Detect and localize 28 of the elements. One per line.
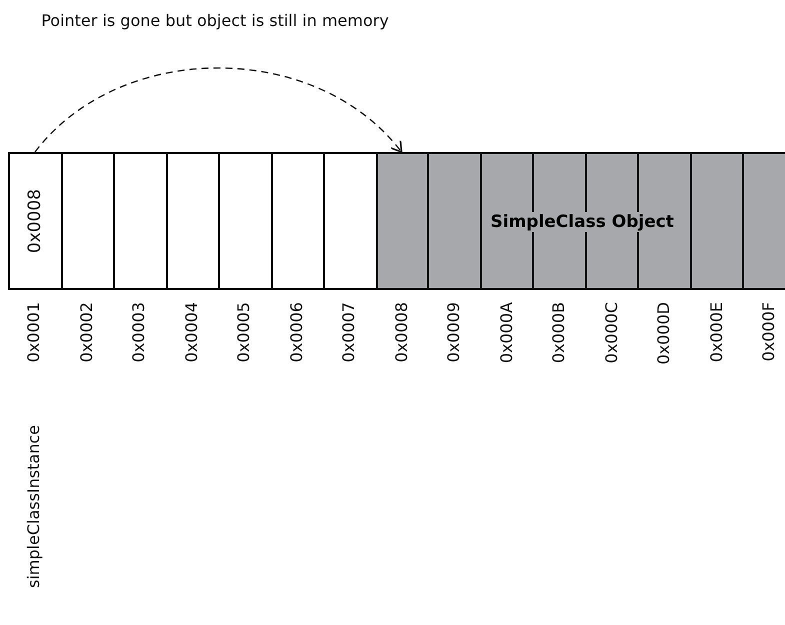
memory-address: 0x0009 (444, 302, 464, 362)
memory-address: 0x0004 (182, 302, 202, 362)
memory-cell (60, 152, 115, 290)
memory-address: 0x0003 (129, 302, 150, 362)
memory-address: 0x000D (654, 302, 674, 365)
annotation-text: Pointer is gone but object is still in memory (40, 10, 390, 32)
memory-address: 0x000F (759, 302, 780, 362)
memory-address: 0x0002 (76, 302, 97, 362)
memory-address: 0x000B (549, 302, 570, 364)
memory-address: 0x0008 (392, 302, 412, 362)
memory-cell (218, 152, 272, 290)
pointer-arrow (34, 68, 402, 153)
memory-cell (113, 152, 168, 290)
memory-address: 0x000C (602, 302, 622, 364)
memory-address: 0x000E (706, 302, 727, 362)
memory-cell (270, 152, 325, 290)
memory-address: 0x0006 (286, 302, 307, 362)
memory-cell (8, 152, 62, 290)
memory-address: 0x0005 (234, 302, 254, 362)
pointer-value: 0x0008 (25, 188, 46, 254)
memory-cell (323, 152, 378, 290)
object-block (376, 152, 785, 290)
memory-address: 0x000A (496, 302, 517, 364)
memory-address: 0x0007 (339, 302, 360, 362)
variable-name: simpleClassInstance (24, 425, 44, 588)
memory-cell (166, 152, 220, 290)
object-label: SimpleClass Object (490, 212, 675, 232)
memory-address: 0x0001 (24, 302, 44, 362)
